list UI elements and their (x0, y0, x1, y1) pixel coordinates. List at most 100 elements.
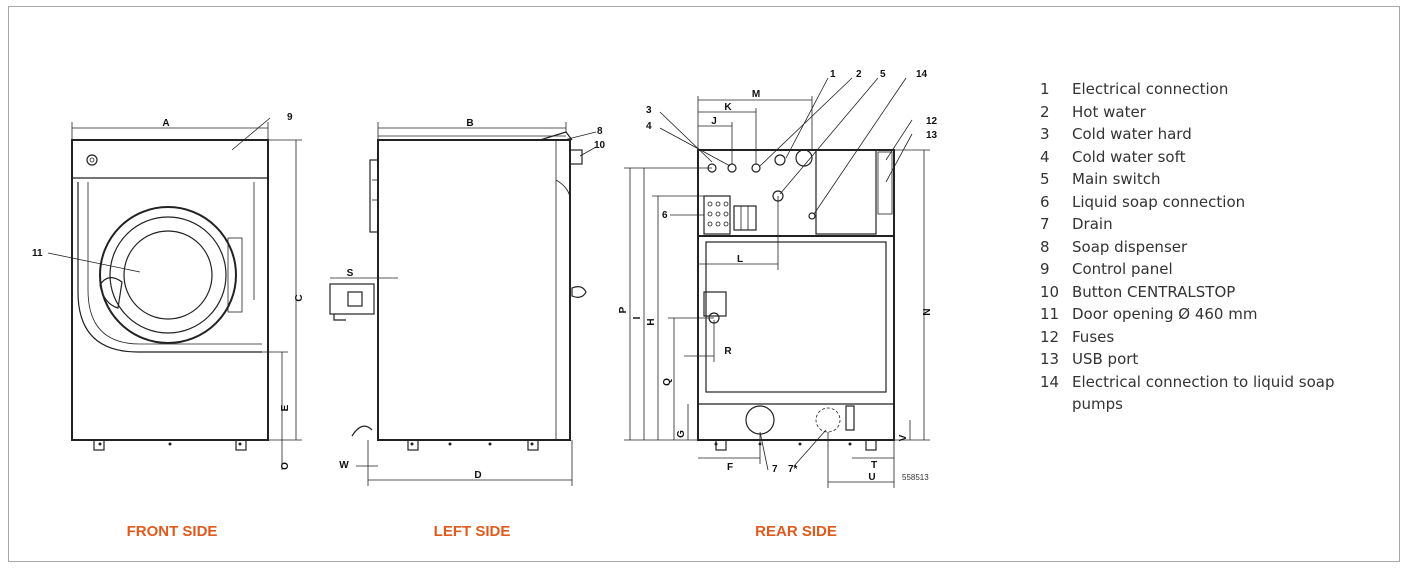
rear-hot-water (751, 163, 761, 173)
legend-text: Door opening Ø 460 mm (1072, 305, 1258, 323)
front-foot-left (93, 439, 105, 451)
left-view (329, 122, 597, 486)
legend-text: Cold water soft (1072, 147, 1186, 166)
rear-valve (703, 291, 727, 317)
legend-number: 12 (1040, 327, 1060, 346)
legend-item: 5 Main switch (1040, 168, 1370, 191)
front-door-surround (77, 182, 262, 353)
dim-label-o: O (280, 462, 291, 470)
dim-label-v: V (898, 434, 909, 441)
dim-label-n: N (922, 308, 933, 315)
legend-text: Button CENTRALSTOP (1072, 282, 1236, 301)
legend-text: Electrical connection to liquid soap pum… (1072, 372, 1335, 414)
diagram-frame (8, 6, 1400, 562)
rear-electrical-box (815, 149, 877, 235)
legend-text: Electrical connection (1072, 80, 1229, 98)
rear-side-caption: REAR SIDE (755, 523, 837, 540)
front-door-hinge (227, 237, 243, 313)
callout-14: 14 (916, 69, 928, 80)
legend-number: 6 (1040, 192, 1050, 211)
rear-soap-terminal (733, 205, 757, 231)
left-drain (351, 425, 373, 437)
dim-label-i: I (632, 316, 643, 319)
rear-body-outline (697, 149, 895, 441)
left-door-handle (571, 286, 587, 298)
legend-number: 2 (1040, 102, 1050, 121)
legend-text: USB port (1072, 350, 1139, 368)
legend-item: 11 Door opening Ø 460 mm (1040, 303, 1370, 326)
left-side-caption: LEFT SIDE (434, 523, 511, 540)
callout-9: 9 (287, 112, 293, 123)
left-body-outline (377, 139, 571, 441)
left-centralstop-button (569, 149, 583, 165)
dim-label-e: E (280, 404, 291, 411)
callout-5: 5 (880, 69, 886, 80)
legend-number: 11 (1040, 305, 1060, 323)
rear-drain-alt (815, 407, 841, 433)
legend-item: 10 Button CENTRALSTOP (1040, 281, 1370, 304)
legend-text: Main switch (1072, 170, 1161, 188)
dim-label-u: U (868, 472, 875, 483)
rear-electrical-connection (774, 154, 786, 166)
dim-label-c: C (294, 294, 305, 301)
rear-drain (745, 405, 775, 435)
front-view (47, 117, 302, 470)
callout-11: 11 (32, 248, 43, 259)
dim-label-s: S (347, 268, 354, 279)
dim-label-p: P (618, 306, 629, 313)
legend-number: 14 (1040, 372, 1060, 391)
front-side-caption: FRONT SIDE (127, 523, 218, 540)
callout-13: 13 (926, 130, 938, 141)
dim-label-k: K (724, 102, 732, 113)
legend-text: Drain (1072, 215, 1113, 233)
front-door-glass (123, 230, 213, 320)
legend-item: 9 Control panel (1040, 258, 1370, 281)
rear-lower-panel (705, 241, 887, 393)
rear-main-switch (795, 149, 813, 167)
callout-7-alt: 7* (788, 464, 798, 475)
front-door-outer-ring (99, 206, 237, 344)
front-centralstop-button (86, 154, 98, 166)
dim-label-d: D (474, 470, 481, 481)
callout-2: 2 (856, 69, 862, 80)
legend-text: Control panel (1072, 260, 1173, 278)
legend-number: 5 (1040, 170, 1050, 188)
dim-label-w: W (339, 460, 349, 471)
legend-item: 4 Cold water soft (1040, 146, 1370, 169)
dim-label-g: G (676, 430, 687, 438)
dim-label-r: R (724, 346, 732, 357)
callout-12: 12 (926, 116, 938, 127)
legend-number: 10 (1040, 282, 1060, 301)
dim-label-j: J (711, 116, 717, 127)
dim-label-f: F (727, 462, 733, 473)
dim-label-t: T (871, 460, 877, 471)
drawing-number: 558513 (902, 473, 929, 482)
dim-label-h: H (646, 318, 657, 325)
legend-text: Liquid soap connection (1072, 192, 1246, 211)
left-water-inlet (329, 283, 375, 315)
dim-label-m: M (752, 89, 760, 100)
legend-number: 3 (1040, 125, 1050, 143)
dim-label-b: B (466, 118, 473, 129)
callout-7: 7 (772, 464, 778, 475)
dim-label-q: Q (662, 378, 673, 386)
legend-text: Hot water (1072, 102, 1146, 121)
legend-number: 4 (1040, 147, 1050, 166)
legend-text: Fuses (1072, 327, 1115, 346)
legend-number: 8 (1040, 237, 1050, 256)
dim-label-l: L (737, 254, 743, 265)
front-door-handle (99, 277, 123, 309)
front-foot-right (235, 439, 247, 451)
legend-item: 12 Fuses (1040, 326, 1370, 349)
callout-8: 8 (597, 126, 603, 137)
legend-number: 9 (1040, 260, 1050, 278)
callout-6: 6 (662, 210, 668, 221)
legend-number: 7 (1040, 215, 1050, 233)
callout-1: 1 (830, 69, 836, 80)
legend-item: 6 Liquid soap connection (1040, 191, 1370, 214)
